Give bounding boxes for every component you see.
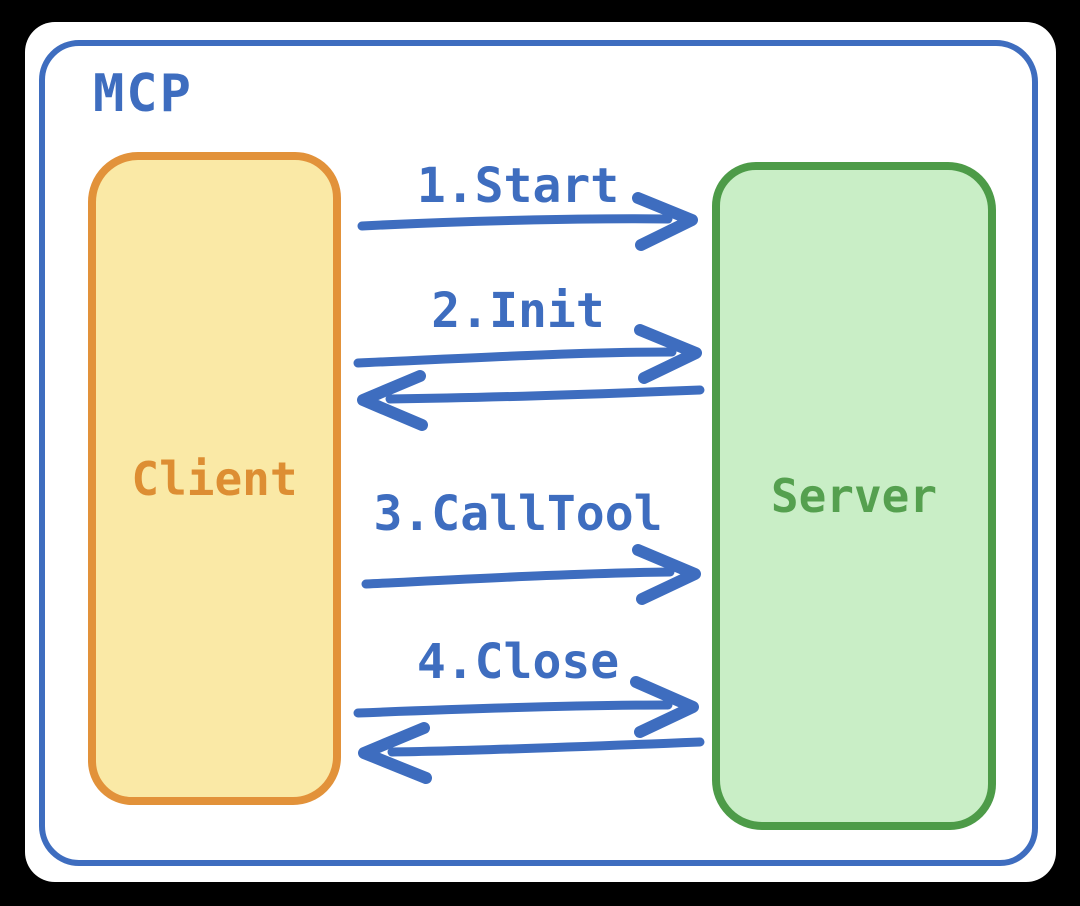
- server-node: Server: [712, 162, 996, 830]
- arrow-close-response: [358, 722, 705, 784]
- message-label-close: 4.Close: [416, 634, 620, 690]
- arrow-close-request: [353, 676, 699, 738]
- arrow-calltool-request: [361, 544, 701, 605]
- message-label-start: 1.Start: [416, 158, 620, 214]
- message-label-init: 2.Init: [431, 283, 605, 339]
- arrow-init-request: [353, 324, 702, 384]
- client-node-label: Client: [131, 451, 298, 506]
- arrow-start-request: [357, 192, 698, 251]
- mcp-boundary-box: [39, 40, 1038, 866]
- message-label-calltool: 3.CallTool: [373, 486, 663, 542]
- client-node: Client: [88, 152, 341, 805]
- server-node-label: Server: [770, 469, 938, 523]
- diagram-title: MCP: [93, 64, 193, 124]
- arrow-init-response: [357, 370, 705, 431]
